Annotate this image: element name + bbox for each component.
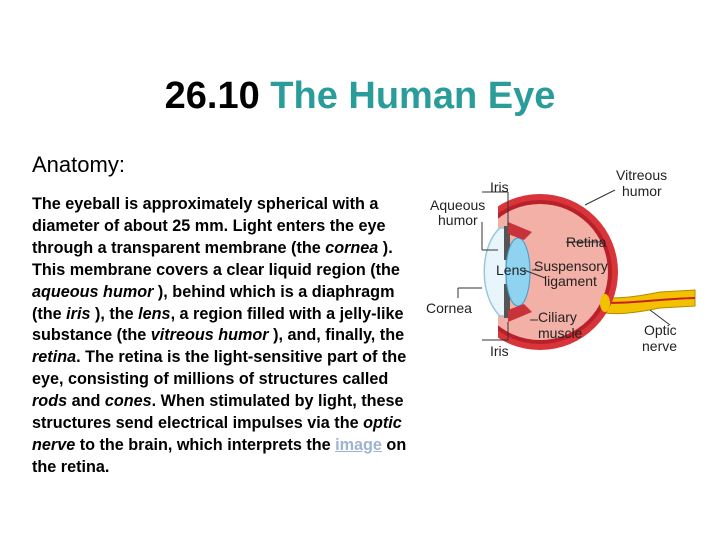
text-run: . When stimulated by light, these struct…	[32, 392, 404, 433]
term-cones: cones	[104, 392, 152, 411]
text-run: , a region filled with a jelly-like subs…	[32, 304, 404, 345]
label-iris-bottom: Iris	[490, 343, 509, 359]
label-iris-top: Iris	[490, 179, 509, 195]
body-paragraph: The eyeball is approximately spherical w…	[32, 194, 410, 479]
ciliary-upper	[508, 222, 532, 240]
text-run: ), behind which is a diaphragm (the	[32, 282, 395, 323]
optic-disc	[600, 294, 610, 312]
label-cornea: Cornea	[426, 300, 472, 316]
term-rods: rods	[32, 392, 68, 411]
text-run: ). This membrane covers a clear liquid r…	[32, 238, 400, 279]
subtitle: Anatomy:	[32, 152, 125, 177]
image-link[interactable]: image	[335, 435, 382, 454]
label-ciliary-muscle-1: Ciliary	[538, 309, 577, 325]
iris-lower	[504, 284, 510, 318]
label-suspensory-ligament-2: ligament	[544, 273, 597, 289]
text-run: ), and, finally, the	[268, 326, 405, 345]
leader-lines	[457, 189, 671, 341]
label-aqueous-humor-2: humor	[438, 212, 478, 228]
term-iris: iris	[66, 304, 91, 323]
text-run: ), the	[90, 304, 139, 323]
slide-title: 26.10 The Human Eye	[0, 74, 720, 118]
label-lens: Lens	[496, 262, 526, 278]
label-suspensory-ligament-1: Suspensory	[534, 258, 608, 274]
label-vitreous-humor-1: Vitreous	[616, 167, 667, 183]
text-run: on the retina.	[32, 435, 407, 476]
label-retina: Retina	[566, 234, 607, 250]
text-run: The eyeball is approximately spherical w…	[32, 195, 386, 257]
ciliary-lower	[508, 304, 532, 322]
label-aqueous-humor-1: Aqueous	[430, 197, 485, 213]
term-aqueous-humor: aqueous humor	[32, 282, 154, 301]
term-vitreous-humor: vitreous humor	[150, 326, 269, 345]
section-name: The Human Eye	[270, 75, 556, 117]
iris-upper	[504, 226, 510, 260]
term-lens: lens	[138, 304, 171, 323]
label-ciliary-muscle-2: muscle	[538, 325, 583, 341]
section-number: 26.10	[164, 75, 260, 117]
term-optic-nerve: optic nerve	[32, 414, 402, 454]
text-run: to the brain, which interprets the	[75, 435, 336, 454]
term-cornea: cornea	[325, 238, 379, 257]
text-run: . The retina is the light-sensitive part…	[32, 348, 407, 389]
label-optic-nerve-1: Optic	[644, 322, 677, 338]
label-vitreous-humor-2: humor	[622, 183, 662, 199]
text-run: and	[67, 392, 105, 411]
label-optic-nerve-2: nerve	[642, 338, 677, 354]
eye-diagram: Iris Vitreous humor Aqueous humor Retina…	[426, 167, 696, 359]
term-retina: retina	[32, 348, 77, 367]
